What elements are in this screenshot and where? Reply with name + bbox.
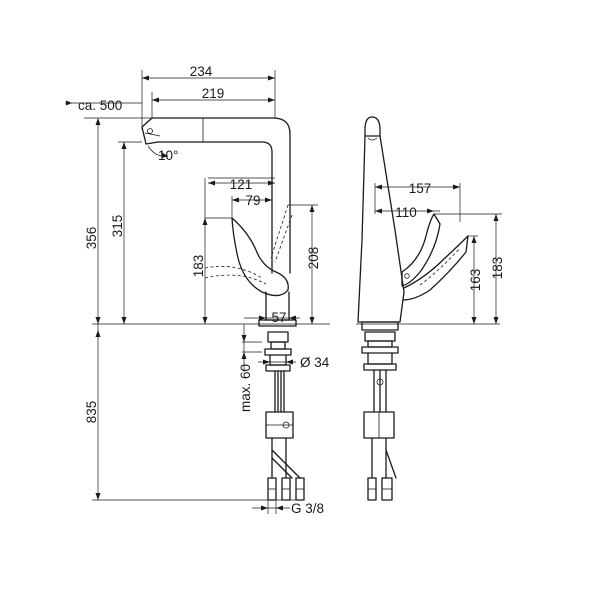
front-underside xyxy=(264,331,305,501)
label-163: 163 xyxy=(468,269,483,292)
label-183-front: 183 xyxy=(191,255,206,278)
label-57: 57 xyxy=(271,310,286,325)
front-view xyxy=(141,117,297,327)
label-356: 356 xyxy=(84,227,99,250)
label-157: 157 xyxy=(409,181,432,196)
label-max60: max. 60 xyxy=(238,364,253,412)
label-ca500: ca. 500 xyxy=(78,98,122,113)
side-view xyxy=(357,116,469,501)
label-835: 835 xyxy=(84,401,99,424)
label-208: 208 xyxy=(306,247,321,270)
label-183-side: 183 xyxy=(490,257,505,280)
dimension-lines xyxy=(65,75,502,514)
label-dia34: Ø 34 xyxy=(300,355,330,370)
label-g38: G 3/8 xyxy=(291,501,324,516)
label-79: 79 xyxy=(245,193,260,208)
label-121: 121 xyxy=(230,177,253,192)
label-10deg: 10° xyxy=(158,148,178,163)
extension-lines xyxy=(84,70,500,501)
label-110: 110 xyxy=(395,205,417,220)
label-234: 234 xyxy=(190,64,213,79)
label-315: 315 xyxy=(110,215,125,238)
dimension-labels: 234 219 ca. 500 10° 356 315 121 79 183 2… xyxy=(78,64,505,516)
label-219: 219 xyxy=(202,86,225,101)
